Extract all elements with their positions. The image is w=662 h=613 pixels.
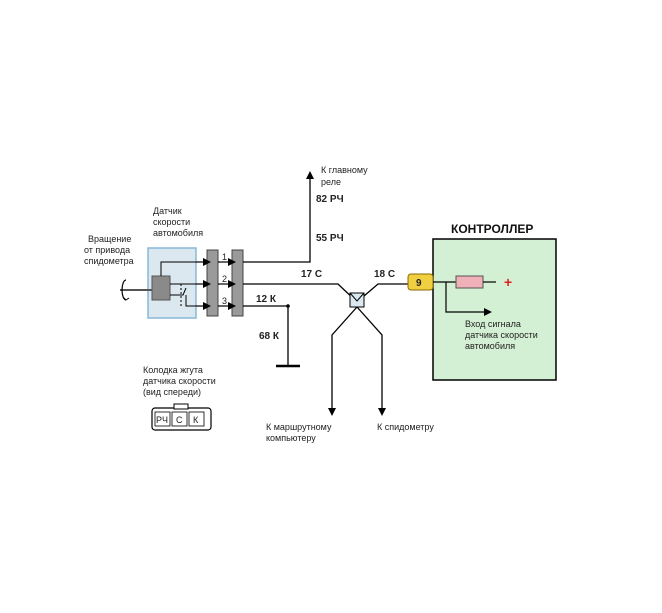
input-label-3: автомобиля — [465, 341, 515, 351]
resistor-icon — [455, 275, 484, 289]
harness-connector-block — [231, 249, 244, 317]
pin-label-2: 2 — [222, 274, 227, 284]
wire-label-82rch: 82 РЧ — [316, 194, 344, 205]
controller-title: КОНТРОЛЛЕР — [451, 222, 533, 236]
harness-label-1: Колодка жгута — [143, 365, 203, 375]
wire-82-55-rch — [243, 171, 314, 263]
relay-label-2: реле — [321, 177, 341, 187]
relay-label-1: К главному — [321, 165, 368, 175]
wire-to-speedometer — [356, 306, 386, 416]
sensor-label-1: Датчик — [153, 206, 182, 216]
wire-to-route-computer — [328, 306, 358, 416]
wire-label-17c: 17 С — [301, 269, 322, 280]
pin-9-label: 9 — [416, 278, 422, 289]
pin-label-3: 3 — [222, 296, 227, 306]
wire-junction-dot — [286, 304, 290, 308]
harness-connector-face — [151, 403, 212, 431]
input-label-1: Вход сигнала — [465, 319, 521, 329]
input-label-2: датчика скорости — [465, 330, 538, 340]
route-computer-label-1: К маршрутному — [266, 422, 332, 432]
speedometer-label: К спидометру — [377, 422, 434, 432]
wire-label-18c: 18 С — [374, 269, 395, 280]
wire-label-12k: 12 К — [256, 294, 277, 305]
rotation-label-3: спидометра — [84, 256, 134, 266]
harness-label-2: датчика скорости — [143, 376, 216, 386]
rotation-label-2: от привода — [84, 245, 130, 255]
wire-label-55rch: 55 РЧ — [316, 233, 344, 244]
plus-sign: + — [504, 274, 512, 290]
sensor-label-2: скорости — [153, 217, 190, 227]
sensor-label-3: автомобиля — [153, 228, 203, 238]
route-computer-label-2: компьютеру — [266, 433, 316, 443]
sensor-internal-wiring — [160, 261, 196, 307]
rotation-label-1: Вращение — [88, 234, 131, 244]
connector-pin-rch: РЧ — [156, 415, 168, 425]
harness-label-3: (вид спереди) — [143, 387, 201, 397]
wire-label-68k: 68 К — [259, 331, 280, 342]
wire-18c — [356, 283, 408, 303]
connector-pin-k: К — [193, 415, 199, 425]
signal-input-arrow — [445, 282, 492, 316]
sensor-element — [151, 275, 171, 301]
connector-pin-c: С — [176, 415, 183, 425]
pin-label-1: 1 — [222, 252, 227, 262]
sensor-connector-block — [206, 249, 219, 317]
controller-box — [432, 238, 557, 381]
